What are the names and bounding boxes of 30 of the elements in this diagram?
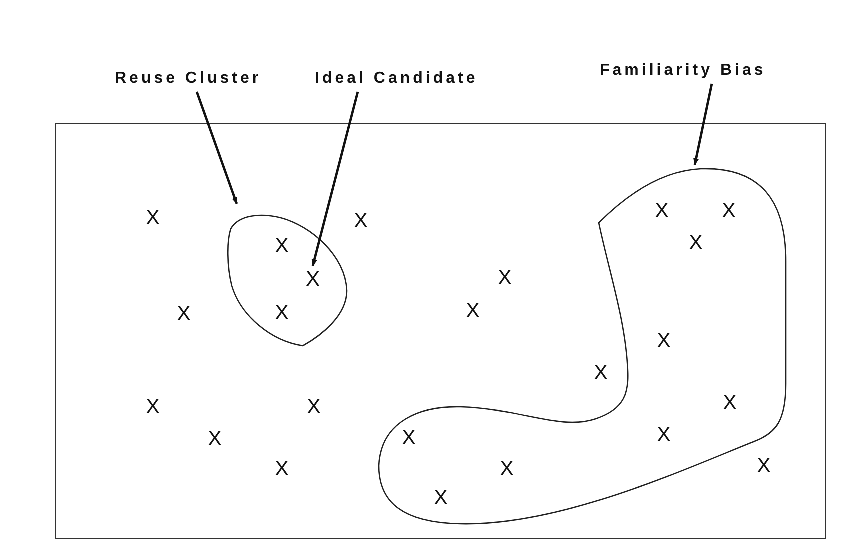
x-mark: X [275, 302, 289, 324]
x-mark: X [657, 330, 671, 352]
x-mark: X [757, 456, 771, 476]
x-mark: X [594, 362, 608, 384]
arrow [694, 84, 714, 166]
x-mark: X [146, 396, 160, 418]
arrow [312, 92, 360, 267]
x-mark: X [722, 200, 736, 222]
x-mark: X [434, 488, 448, 508]
x-mark: X [275, 236, 289, 256]
x-mark: X [723, 392, 737, 414]
x-mark: X [689, 232, 703, 254]
x-mark: X [307, 396, 321, 418]
x-mark: X [305, 268, 321, 290]
callout-text: Ideal Candidate [315, 70, 478, 88]
x-mark: X [655, 200, 669, 222]
x-mark: X [275, 458, 289, 480]
x-mark: X [177, 304, 191, 324]
x-mark: X [466, 300, 480, 322]
plot-frame [55, 123, 826, 539]
x-mark: X [208, 428, 222, 450]
callout-text: Familiarity Bias [600, 62, 766, 80]
callout-text: Reuse Cluster [115, 70, 262, 88]
x-mark: X [146, 208, 160, 228]
x-mark: X [500, 458, 514, 480]
x-mark: X [498, 268, 512, 288]
x-mark: X [402, 428, 416, 448]
x-mark: X [354, 210, 368, 232]
x-mark: X [657, 424, 671, 446]
arrow [196, 92, 238, 205]
